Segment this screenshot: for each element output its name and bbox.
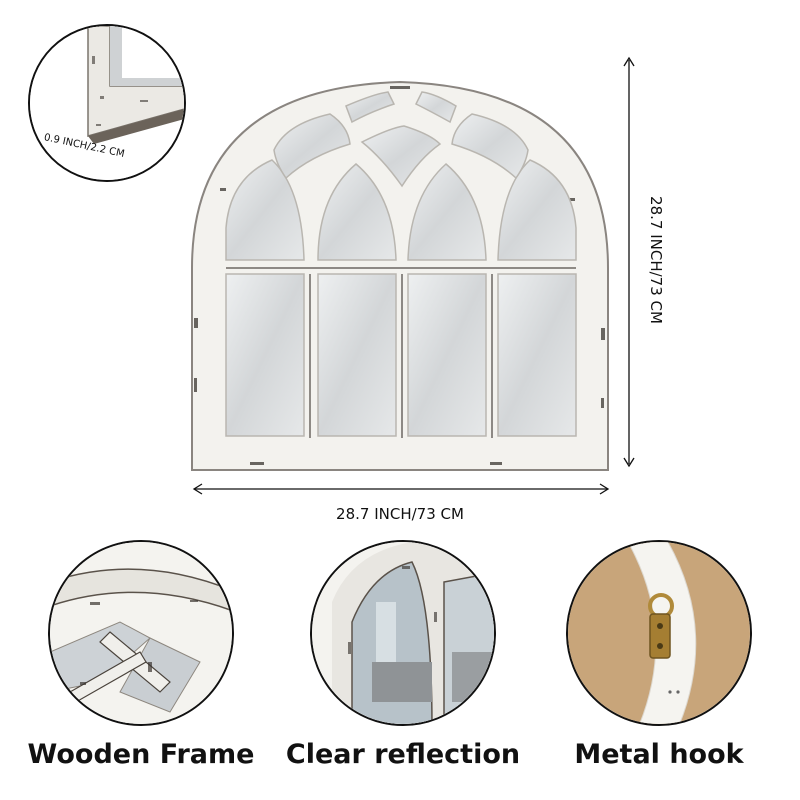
wooden-frame-detail-circle bbox=[48, 540, 234, 726]
width-dimension-arrow bbox=[192, 483, 610, 495]
mirror-pane bbox=[317, 273, 397, 437]
height-label: 28.7 INCH/73 CM bbox=[647, 196, 665, 324]
metal-hook-detail-circle bbox=[566, 540, 752, 726]
mirror-pane bbox=[225, 273, 305, 437]
mirror-pane bbox=[497, 273, 577, 437]
metal-hook-image bbox=[568, 542, 750, 724]
mirror-pane bbox=[414, 91, 457, 124]
arched-mirror-image bbox=[191, 80, 609, 471]
thickness-detail-circle bbox=[28, 24, 186, 182]
wooden-frame-caption: Wooden Frame bbox=[27, 739, 255, 770]
mirror-pane bbox=[497, 159, 577, 261]
width-label: 28.7 INCH/73 CM bbox=[336, 505, 464, 523]
mirror-pane bbox=[407, 273, 487, 437]
clear-reflection-image bbox=[312, 542, 494, 724]
mirror-pane bbox=[360, 125, 442, 188]
clear-reflection-caption: Clear reflection bbox=[285, 739, 521, 770]
frame-corner-image bbox=[30, 26, 184, 180]
mirror-pane bbox=[451, 113, 529, 180]
mirror-pane bbox=[345, 91, 396, 124]
mirror-pane bbox=[225, 159, 305, 261]
metal-hook-caption: Metal hook bbox=[574, 739, 744, 770]
mirror-pane bbox=[317, 163, 397, 261]
wooden-frame-image bbox=[50, 542, 232, 724]
mirror-pane bbox=[407, 163, 487, 261]
mirror-pane bbox=[273, 113, 351, 180]
height-dimension-arrow bbox=[623, 56, 635, 468]
clear-reflection-detail-circle bbox=[310, 540, 496, 726]
